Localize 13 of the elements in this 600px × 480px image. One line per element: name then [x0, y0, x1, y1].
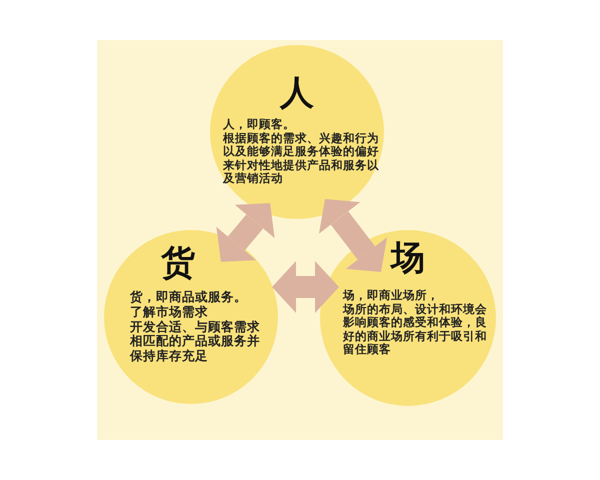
body-text: 货，即商品或服务。	[130, 290, 247, 305]
body-text: 根据顾客的需求、兴趣和行为以及能够满足服务体验的偏好来针对性地提供产品和服务以及营销活动	[223, 132, 380, 186]
double-arrow	[272, 261, 339, 313]
double-arrow	[216, 203, 275, 262]
body-text: 了解市场需求	[130, 304, 208, 320]
body-text: 场所的布局、设计和环境会影响顾客的感受和体验，良好的商业场所有利于吸引和留住顾客	[343, 302, 488, 357]
double-arrow	[318, 198, 388, 272]
heading: 场	[391, 241, 425, 275]
body-text: 人，即顾客。	[223, 118, 295, 132]
body-text: 场，即商业场所，	[343, 289, 439, 303]
heading: 货	[161, 246, 195, 280]
heading: 人	[280, 76, 314, 110]
body-text: 开发合适、与顾客需求相匹配的产品或服务并保持库存充足	[130, 320, 261, 364]
